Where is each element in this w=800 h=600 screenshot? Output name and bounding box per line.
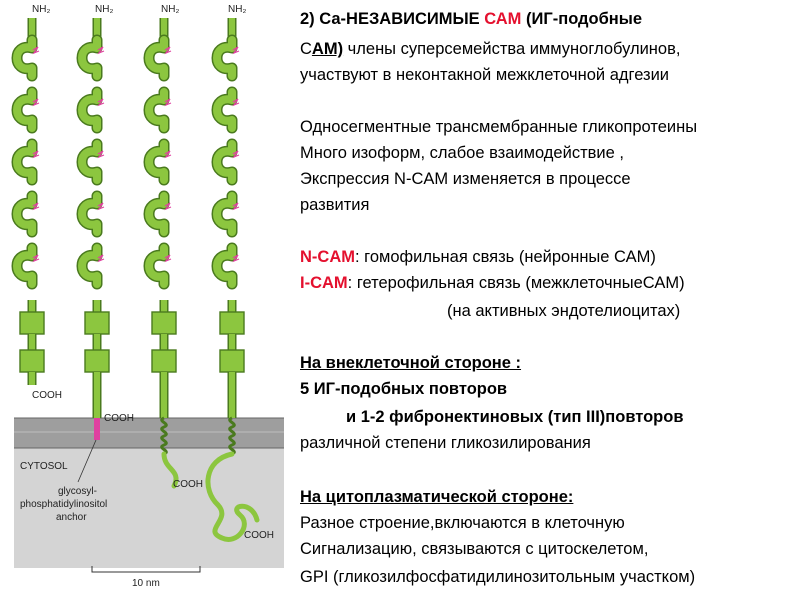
extracellular-line-3: различной степени гликозилирования [300, 434, 591, 452]
cam-4-fn-domain-2 [219, 349, 245, 373]
cam-1-ig-loop-4 [13, 192, 36, 236]
cam-4-ig-loop-2 [213, 88, 236, 132]
ncam-label: N-CAM [300, 248, 355, 266]
heading-line-2: САМ) члены суперсемейства иммуноглобулин… [300, 38, 680, 60]
cam-3-ig-loop-1 [145, 36, 168, 80]
nh2-label-4: NH₂ [228, 4, 246, 15]
cam-2-ig-loop-2 [78, 88, 101, 132]
icam-text: : гетерофильная связь (межклеточныеСАМ) [347, 274, 685, 292]
heading-cam: САМ [484, 10, 522, 28]
extracellular-line-1: 5 ИГ-подобных повторов [300, 380, 508, 398]
cam-2-fn-domain-1 [84, 311, 110, 335]
cam-4-ig-loop-1-glycan [232, 46, 240, 55]
heading-line-3: участвуют в неконтакной межклеточной адг… [300, 66, 670, 84]
icam-label: I-CAM [300, 274, 348, 292]
cytoplasmic-heading: На цитоплазматической стороне: [300, 488, 574, 506]
cam-3-ig-loop-5 [145, 244, 168, 288]
cam-1-ig-loop-2 [13, 88, 36, 132]
heading-line: 2) Са-НЕЗАВИСИМЫЕ САМ (ИГ-подобные [300, 8, 642, 30]
cam-3-transmembrane-helix [160, 416, 168, 456]
extracellular-heading: На внеклеточной стороне : [300, 354, 522, 372]
cam-4-ig-loop-4 [213, 192, 236, 236]
nh2-label-1: NH₂ [32, 4, 50, 15]
cam-4-ig-loop-5-glycan [232, 254, 240, 263]
cam-3-ig-loop-4 [145, 192, 168, 236]
cam-3-ig-loop-1-glycan [164, 46, 172, 55]
cytoplasmic-line-3: GPI (гликозилфосфатидилинозитольным учас… [300, 568, 696, 586]
cam-2-ig-loop-5-glycan [97, 254, 105, 263]
cam-3-cytoplasmic-tail [161, 451, 179, 489]
cam-3-fn-domain-1 [151, 311, 177, 335]
cam-1-ig-loop-5 [13, 244, 36, 288]
line2-am: АМ) [311, 40, 344, 58]
membrane-bilayer [14, 418, 284, 448]
cytoplasmic-line-1: Разное строение,включаются в клеточную [300, 514, 625, 532]
cytoplasmic-line-2: Сигнализацию, связываются с цитоскелетом… [300, 540, 649, 558]
cam-3-ig-loop-3 [145, 140, 168, 184]
cam-1-ig-loop-5-glycan [32, 254, 40, 263]
cam-4-fn-domain-1 [219, 311, 245, 335]
cam-4-ig-loop-4-glycan [232, 202, 240, 211]
nh2-label-2: NH₂ [95, 4, 113, 15]
icam-note: (на активных эндотелиоцитах) [447, 302, 681, 320]
description-line-2: Много изоформ, слабое взаимодействие , [300, 144, 624, 162]
cam-2-fn-domain-2 [84, 349, 110, 373]
heading-prefix: 2) Са-НЕЗАВИСИМЫЕ [300, 10, 485, 28]
description-line-1: Односегментные трансмембранные гликопрот… [300, 118, 698, 136]
icam-line: I-CAM: гетерофильная связь (межклеточные… [300, 272, 685, 294]
cam-1-ig-loop-4-glycan [32, 202, 40, 211]
scale-bar [91, 566, 201, 573]
cooh-label-2: COOH [104, 413, 134, 424]
cooh-label-3: COOH [173, 479, 203, 490]
line2-pre: С [300, 40, 312, 58]
cam-3-ig-loop-5-glycan [164, 254, 172, 263]
cam-2-ig-loop-4 [78, 192, 101, 236]
cam-1-ig-loop-3 [13, 140, 36, 184]
cam-3-ig-loop-2 [145, 88, 168, 132]
anchor-label-line2: phosphatidylinositol [20, 499, 107, 510]
description-line-4: развития [300, 196, 370, 214]
scale-bar-label: 10 nm [132, 578, 160, 589]
cam-2-ig-loop-1-glycan [97, 46, 105, 55]
cam-4-ig-loop-1 [213, 36, 236, 80]
cam-4-ig-loop-5 [213, 244, 236, 288]
cam-1-ig-loop-2-glycan [32, 98, 40, 107]
cam-3-ig-loop-3-glycan [164, 150, 172, 159]
cam-4-ig-loop-2-glycan [232, 98, 240, 107]
cam-2-ig-loop-1 [78, 36, 101, 80]
extracellular-line-2: и 1-2 фибронектиновых (тип III)повторов [346, 408, 684, 426]
cam-4-ig-loop-3-glycan [232, 150, 240, 159]
ncam-isoforms-diagram: NH₂ NH₂ NH₂ NH₂ COOH COOH COOH COOH CYTO… [11, 4, 284, 589]
cam-1-fn-domain-1 [19, 311, 45, 335]
cam-1-ig-loop-1 [13, 36, 36, 80]
cytosol-label: CYTOSOL [20, 461, 68, 472]
heading-suffix: (ИГ-подобные [521, 10, 643, 28]
cam-1-fn-domain-2 [19, 349, 45, 373]
cam-2-ig-loop-5 [78, 244, 101, 288]
description-line-3: Экспрессия N-CAM изменяется в процессе [300, 170, 631, 188]
cam-2-ig-loop-3-glycan [97, 150, 105, 159]
cam-2-gpi-anchor [94, 418, 100, 440]
cam-3-ig-loop-2-glycan [164, 98, 172, 107]
cam-1-ig-loop-1-glycan [32, 46, 40, 55]
cam-3-fn-domain-2 [151, 349, 177, 373]
cam-1-ig-loop-3-glycan [32, 150, 40, 159]
cam-3-ig-loop-4-glycan [164, 202, 172, 211]
line2-rest: члены суперсемейства иммуноглобулинов, [343, 40, 681, 58]
anchor-label-line1: glycosyl- [58, 486, 97, 497]
cam-2-ig-loop-4-glycan [97, 202, 105, 211]
cam-4-ig-loop-3 [213, 140, 236, 184]
cam-4-transmembrane-helix [228, 416, 236, 456]
cam-4-cytoplasmic-tail [205, 451, 260, 542]
cam-2-ig-loop-2-glycan [97, 98, 105, 107]
nh2-label-3: NH₂ [161, 4, 179, 15]
cooh-label-4: COOH [244, 530, 274, 541]
anchor-pointer [77, 439, 97, 483]
ncam-line: N-CAM: гомофильная связь (нейронные САМ) [300, 246, 656, 268]
ncam-text: : гомофильная связь (нейронные САМ) [355, 248, 656, 266]
cam-2-ig-loop-3 [78, 140, 101, 184]
anchor-label-line3: anchor [56, 512, 87, 523]
cam-molecules [11, 18, 260, 542]
cooh-label-1: COOH [32, 390, 62, 401]
